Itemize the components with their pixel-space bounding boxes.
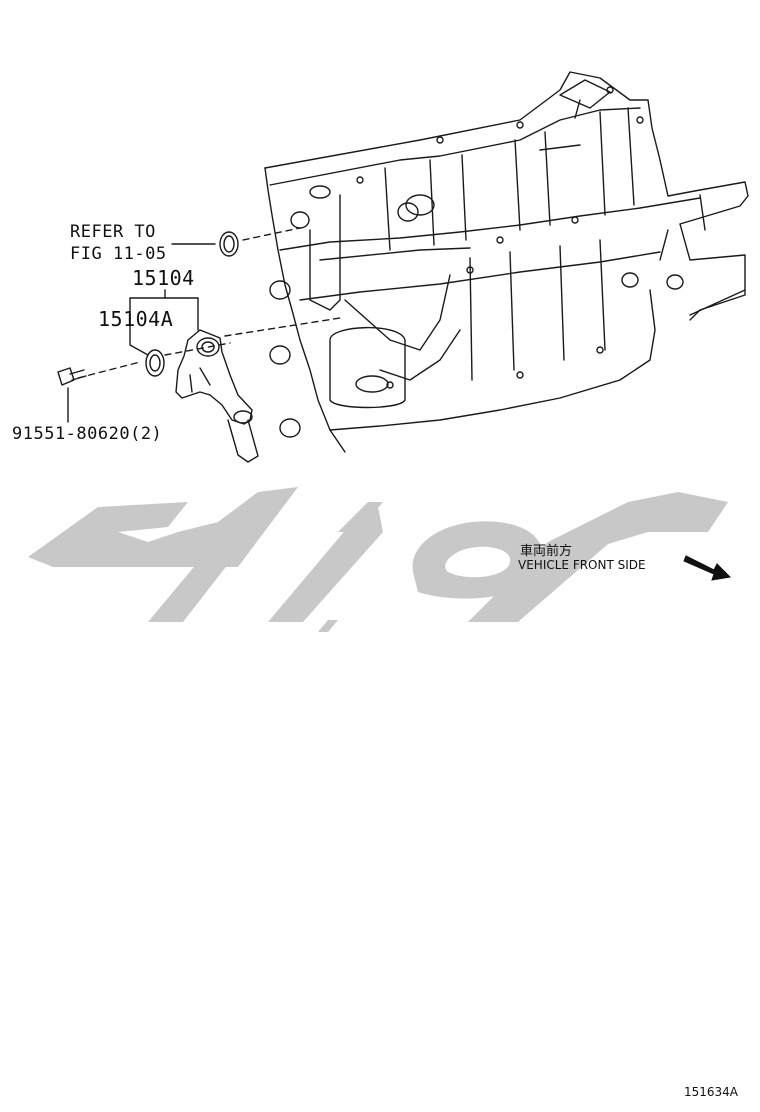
engine-block-outline — [264, 71, 749, 453]
vehicle-front-arrow-icon — [683, 555, 732, 581]
figure-ref-label: FIG 11-05 — [70, 244, 167, 264]
vehicle-front-cn-label: 車両前方 — [520, 544, 573, 559]
part-number-15104: 15104 — [132, 266, 195, 290]
watermark-logo — [28, 487, 728, 632]
seal-ring — [145, 349, 165, 377]
oil-pressure-sensor — [175, 329, 259, 463]
callout-lines — [67, 243, 216, 423]
refer-to-label: REFER TO — [70, 222, 156, 242]
vehicle-front-en-label: VEHICLE FRONT SIDE — [518, 558, 646, 572]
part-number-bolt: 91551-80620(2) — [12, 424, 163, 444]
figure-id: 151634A — [684, 1085, 739, 1099]
bolt — [57, 367, 87, 386]
engine-block-ribs — [269, 79, 746, 438]
part-number-15104a: 15104A — [98, 307, 174, 331]
o-ring-washer — [219, 231, 239, 257]
